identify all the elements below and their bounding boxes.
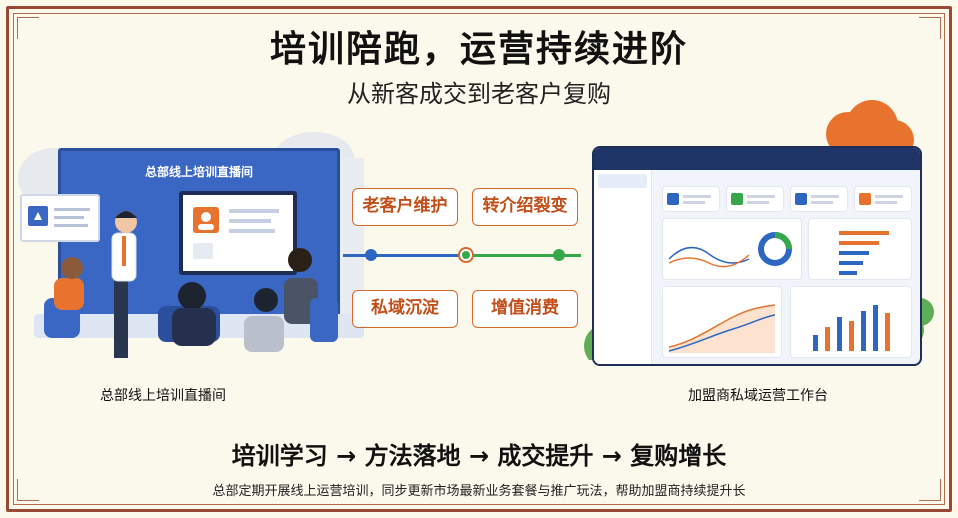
stat-card — [790, 186, 848, 212]
column-chart-card — [790, 286, 912, 358]
decorative-frame — [6, 6, 952, 512]
sidebar-item — [598, 246, 647, 260]
page-subtitle: 从新客成交到老客户复购 — [347, 80, 611, 108]
screen-title: 总部线上培训直播间 — [144, 165, 253, 179]
column-chart-graphic — [813, 305, 890, 351]
area-chart-card — [662, 286, 782, 358]
tag-private-domain: 私域沉淀 — [352, 290, 458, 328]
frame-corner — [17, 479, 39, 501]
decorative-inner-frame — [13, 13, 945, 505]
people-figures — [44, 211, 338, 358]
dashboard-sidebar — [594, 170, 652, 364]
flow-dot — [553, 249, 565, 261]
tag-value-added: 增值消费 — [472, 290, 578, 328]
profile-slide-icon — [193, 207, 279, 259]
process-flow-text: 培训学习 → 方法落地 → 成交提升 → 复购增长 — [231, 442, 727, 470]
sidebar-item — [598, 174, 647, 188]
page-title: 培训陪跑，运营持续进阶 — [269, 29, 688, 70]
stat-card — [726, 186, 784, 212]
tag-referral: 转介绍裂变 — [472, 188, 578, 226]
line-chart-card — [662, 218, 802, 280]
flow-dot-center-inner — [462, 251, 470, 259]
sidebar-item — [598, 264, 647, 278]
monitor — [179, 191, 297, 275]
sidebar-item — [598, 192, 647, 206]
stat-card — [662, 186, 720, 212]
area-chart-graphic — [668, 304, 776, 353]
frame-corner — [17, 17, 39, 39]
tag-old-customer: 老客户维护 — [352, 188, 458, 226]
frame-corner — [919, 17, 941, 39]
frame-corner — [919, 479, 941, 501]
slide-icon — [28, 206, 90, 227]
dashboard-topbar — [594, 148, 920, 170]
left-caption: 总部线上培训直播间 — [100, 388, 226, 404]
flow-line-green — [466, 254, 581, 257]
line-chart-graphic — [668, 232, 792, 268]
bar-list-card — [808, 218, 912, 280]
right-caption: 加盟商私域运营工作台 — [688, 388, 828, 404]
bar-list-graphic — [839, 231, 889, 275]
dashboard-mockup — [592, 146, 922, 366]
sidebar-item — [598, 210, 647, 224]
sidebar-item — [598, 228, 647, 242]
footnote: 总部定期开展线上运营培训，同步更新市场最新业务套餐与推广玩法，帮助加盟商持续提升… — [212, 484, 746, 499]
side-slide-panel — [20, 194, 100, 242]
training-illustration: 总部线上培训直播间 — [14, 118, 368, 368]
flow-dot — [365, 249, 377, 261]
stat-card — [854, 186, 912, 212]
